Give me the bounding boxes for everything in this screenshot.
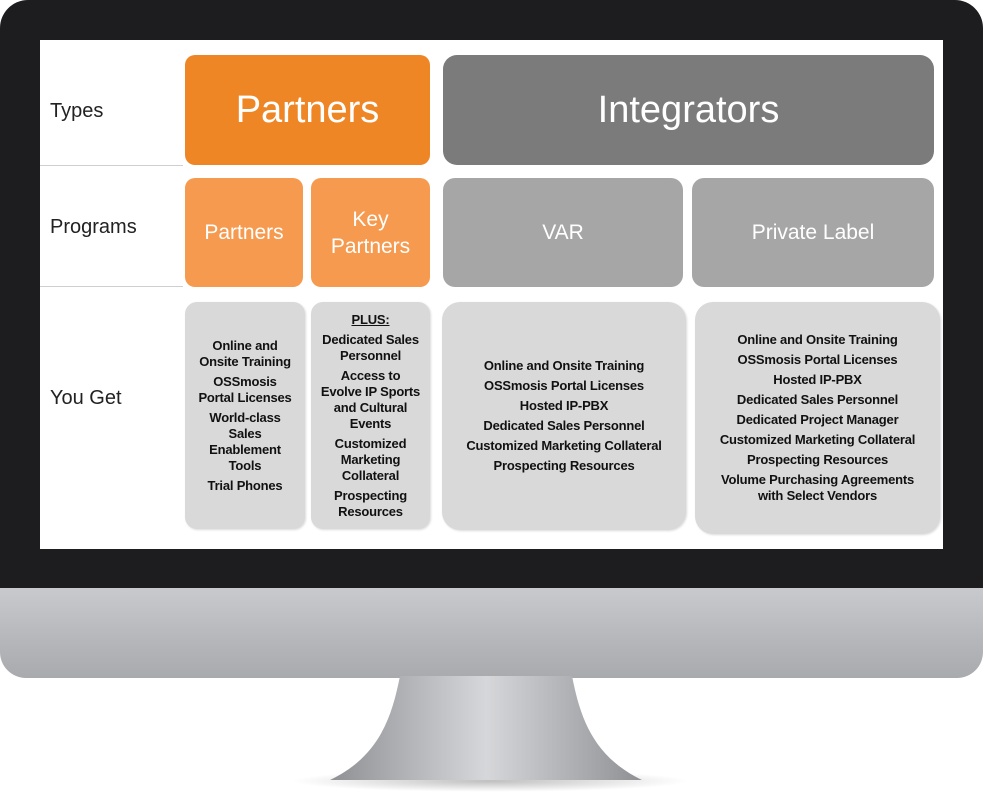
benefit-item: Prospecting Resources: [746, 452, 888, 467]
benefits-var-box: Online and Onsite Training OSSmosis Port…: [442, 302, 686, 530]
row-label-you-get: You Get: [50, 387, 122, 409]
row-label-programs: Programs: [50, 216, 137, 238]
program-partners-box: Partners: [185, 178, 303, 287]
row-divider: [40, 286, 183, 287]
program-var-label: VAR: [542, 220, 584, 244]
benefit-item: Prospecting Resources: [334, 487, 407, 519]
benefit-item: Dedicated Sales Personnel: [736, 392, 899, 407]
program-var-box: VAR: [443, 178, 683, 287]
program-key-partners-label: Key Partners: [330, 207, 411, 258]
benefit-item: Hosted IP-PBX: [519, 398, 609, 413]
program-private-label-box: Private Label: [692, 178, 934, 287]
type-partners-label: Partners: [235, 88, 380, 131]
benefit-item: OSSmosis Portal Licenses: [198, 373, 292, 405]
benefit-item: Online and Onsite Training: [483, 358, 645, 373]
program-key-partners-box: Key Partners: [311, 178, 430, 287]
type-integrators-label: Integrators: [597, 88, 780, 131]
benefit-item: Dedicated Sales Personnel: [322, 331, 419, 363]
monitor-chin: [0, 588, 983, 678]
row-divider: [40, 165, 183, 166]
monitor-stand-icon: [330, 676, 642, 780]
benefit-item: Customized Marketing Collateral: [466, 438, 662, 453]
benefit-item: Customized Marketing Collateral: [719, 432, 916, 447]
benefits-private-label-box: Online and Onsite Training OSSmosis Port…: [695, 302, 940, 534]
program-private-label-label: Private Label: [751, 220, 875, 244]
screen: Types Programs You Get Partners Integrat…: [40, 40, 943, 549]
benefit-item: Dedicated Project Manager: [736, 412, 899, 427]
benefit-item: Dedicated Sales Personnel: [483, 418, 645, 433]
benefit-item: Prospecting Resources: [493, 458, 635, 473]
benefit-item: OSSmosis Portal Licenses: [737, 352, 898, 367]
benefit-item: Customized Marketing Collateral: [334, 435, 407, 483]
benefits-key-partners-box: PLUS: Dedicated Sales Personnel Access t…: [311, 302, 430, 529]
benefit-item: Access to Evolve IP Sports and Cultural …: [320, 367, 421, 431]
program-partners-label: Partners: [204, 220, 284, 244]
benefit-item: Hosted IP-PBX: [773, 372, 862, 387]
benefits-partners-box: Online and Onsite Training OSSmosis Port…: [185, 302, 305, 529]
row-label-types: Types: [50, 100, 104, 122]
benefit-item: Volume Purchasing Agreements with Select…: [720, 472, 915, 503]
benefit-plus-header: PLUS:: [351, 311, 390, 327]
benefit-item: Online and Onsite Training: [737, 332, 898, 347]
type-partners-box: Partners: [185, 55, 430, 165]
benefit-item: World-class Sales Enablement Tools: [209, 409, 281, 473]
type-integrators-box: Integrators: [443, 55, 934, 165]
benefit-item: OSSmosis Portal Licenses: [484, 378, 644, 393]
benefit-item: Trial Phones: [207, 477, 283, 493]
benefit-item: Online and Onsite Training: [199, 337, 291, 369]
